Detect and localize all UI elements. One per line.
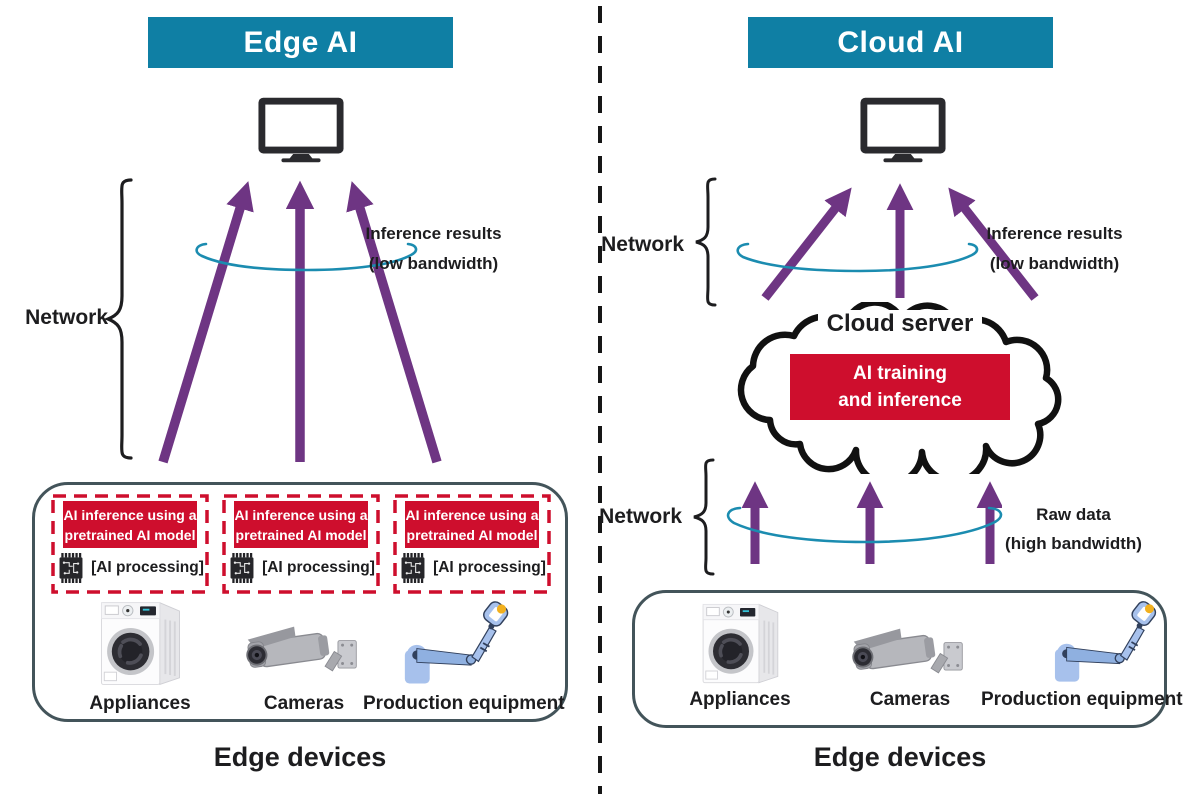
ai-inference-label-box: AI inference using a pretrained AI model — [405, 501, 539, 548]
cloud-server-label: Cloud server — [817, 310, 983, 338]
ai-inference-line2: pretrained AI model — [235, 526, 367, 543]
monitor-icon — [859, 96, 947, 163]
network-arc-left — [195, 242, 418, 272]
ai-training-inference-box: AI training and inference — [790, 354, 1010, 420]
edge-devices-title-left: Edge devices — [213, 742, 387, 772]
ai-inference-line1: AI inference using a — [405, 506, 539, 523]
edge-ai-title: Edge AI — [243, 25, 358, 59]
caption-line2: (low bandwidth) — [368, 254, 499, 273]
robot-arm-icon — [1039, 597, 1169, 687]
ai-chip-icon — [59, 553, 83, 583]
ai-chip-icon — [230, 553, 254, 583]
ai-inference-line1: AI inference using a — [63, 506, 197, 523]
monitor-icon — [257, 96, 345, 163]
ai-inference-line1: AI inference using a — [234, 506, 368, 523]
devices-to-cloud-arrows — [741, 481, 1002, 564]
edge-devices-container-left: AI inference using a pretrained AI model… — [32, 482, 568, 722]
washing-machine-icon — [85, 597, 195, 691]
caption-line2: (low bandwidth) — [989, 254, 1120, 273]
caption-line1: Inference results — [365, 224, 502, 243]
red-dashed-border — [222, 494, 380, 594]
ai-chip-icon — [401, 553, 425, 583]
edge-devices-title-right: Edge devices — [813, 742, 987, 772]
inference-results-caption-left: Inference results (low bandwidth) — [351, 219, 516, 279]
washing-machine-icon — [687, 599, 793, 689]
network-arc-right-upper — [736, 242, 979, 273]
ai-inference-line2: pretrained AI model — [64, 526, 196, 543]
network-arc-right-lower — [726, 506, 1003, 544]
edge-ai-title-banner: Edge AI — [148, 17, 453, 68]
cloud-server-label-wrap: Cloud server — [800, 310, 1000, 338]
device-label-production-equipment: Production equipment — [363, 693, 565, 714]
raw-data-caption: Raw data (high bandwidth) — [991, 500, 1156, 558]
edge-devices-container-right: Appliances Cameras Production equipment — [632, 590, 1183, 728]
security-camera-icon — [847, 615, 973, 693]
ai-inference-label-box: AI inference using a pretrained AI model — [234, 501, 368, 548]
cloud-box-line2: and inference — [838, 390, 962, 411]
robot-arm-icon — [389, 597, 521, 689]
red-dashed-border — [51, 494, 209, 594]
inference-results-caption-right: Inference results (low bandwidth) — [972, 219, 1137, 279]
cloud-ai-title: Cloud AI — [837, 25, 964, 59]
device-label-cameras: Cameras — [869, 689, 951, 710]
network-label-left: Network — [25, 306, 108, 329]
ai-inference-box: AI inference using a pretrained AI model… — [51, 494, 209, 594]
network-brace-right-lower — [693, 458, 715, 576]
ai-inference-line2: pretrained AI model — [406, 526, 538, 543]
device-label-appliances: Appliances — [89, 693, 191, 714]
ai-processing-label: [AI processing] — [433, 559, 546, 576]
ai-processing-label: [AI processing] — [91, 559, 204, 576]
device-label-cameras: Cameras — [263, 693, 345, 714]
caption-line1: Inference results — [986, 224, 1123, 243]
edge-upload-arrows — [158, 180, 442, 464]
ai-processing-label: [AI processing] — [262, 559, 375, 576]
device-label-production-equipment: Production equipment — [981, 689, 1183, 710]
network-label-right-upper: Network — [601, 233, 684, 256]
ai-inference-box: AI inference using a pretrained AI model… — [393, 494, 551, 594]
ai-inference-label-box: AI inference using a pretrained AI model — [63, 501, 197, 548]
ai-inference-box: AI inference using a pretrained AI model… — [222, 494, 380, 594]
red-dashed-border — [393, 494, 551, 594]
cloud-ai-title-banner: Cloud AI — [748, 17, 1053, 68]
cloud-to-monitor-arrows — [761, 183, 1039, 301]
caption-line1: Raw data — [1036, 505, 1111, 524]
network-label-right-lower: Network — [599, 505, 682, 528]
security-camera-icon — [241, 613, 367, 691]
network-brace-left — [103, 178, 133, 460]
caption-line2: (high bandwidth) — [1005, 534, 1142, 553]
network-brace-right-upper — [695, 177, 717, 307]
panel-divider-dashed-line — [598, 6, 602, 794]
device-label-appliances: Appliances — [689, 689, 791, 710]
cloud-box-line1: AI training — [853, 363, 947, 384]
